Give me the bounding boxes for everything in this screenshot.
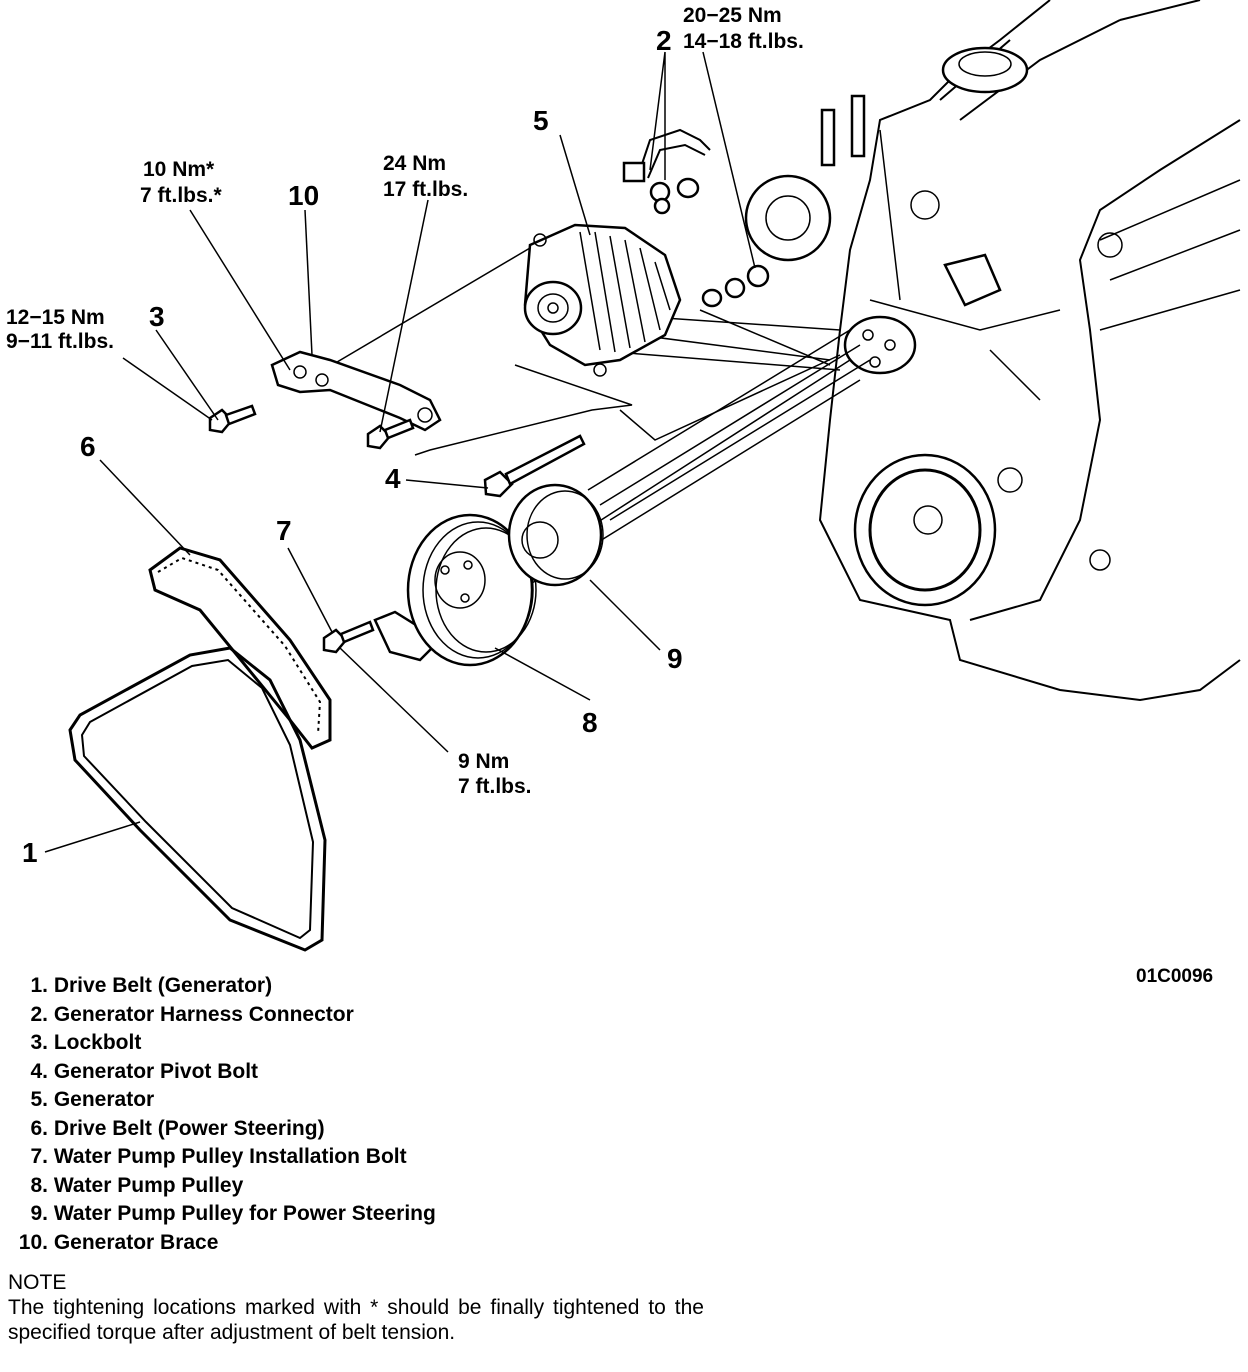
legend-number: 5. [30, 1088, 48, 1111]
legend-item: 10. Generator Brace [8, 1229, 436, 1258]
callout-1: 1 [22, 837, 38, 868]
generator-brace-drawing [270, 350, 442, 432]
torque-connector-nm: 20−25 Nm [683, 4, 782, 27]
legend-number: 3. [30, 1031, 48, 1054]
torque-lockbolt-nm: 12−15 Nm [6, 306, 105, 329]
legend-text: Generator [53, 1088, 155, 1111]
parts-legend: 1. Drive Belt (Generator) 2. Generator H… [8, 972, 436, 1257]
legend-item: 9. Water Pump Pulley for Power Steering [8, 1200, 436, 1229]
engine-block-drawing [744, 0, 1241, 702]
torque-brace-bolt-nm: 24 Nm [383, 152, 446, 175]
torque-pump-bolt-ft: 7 ft.lbs. [458, 775, 532, 798]
callout-7: 7 [276, 515, 292, 546]
bolts-drawing [208, 404, 586, 654]
legend-item: 3. Lockbolt [8, 1029, 436, 1058]
legend-number: 10. [18, 1230, 48, 1254]
legend-text: Water Pump Pulley [53, 1173, 244, 1197]
note-block: NOTE The tightening locations marked wit… [8, 1270, 704, 1345]
legend-item: 5. Generator [8, 1086, 436, 1115]
callout-2: 2 [656, 25, 672, 56]
callout-3: 3 [149, 301, 165, 332]
callout-4: 4 [385, 463, 401, 494]
callout-8: 8 [582, 707, 598, 738]
torque-lockbolt-ft: 9−11 ft.lbs. [6, 330, 114, 353]
legend-item: 7. Water Pump Pulley Installation Bolt [8, 1143, 436, 1172]
legend-number: 1. [30, 974, 48, 997]
callout-10: 10 [288, 180, 319, 211]
legend-item: 4. Generator Pivot Bolt [8, 1058, 436, 1087]
legend-text: Generator Pivot Bolt [53, 1059, 259, 1083]
drive-belts-drawing [68, 546, 332, 952]
legend-text: Generator Brace [53, 1230, 219, 1254]
legend-number: 6. [30, 1116, 48, 1140]
legend-item: 8. Water Pump Pulley [8, 1172, 436, 1201]
harness-connector-drawing [622, 128, 770, 308]
generator-drawing [523, 223, 682, 377]
torque-brace-bolt-ft: 17 ft.lbs. [383, 178, 468, 201]
note-text: The tightening locations marked with * s… [8, 1296, 704, 1344]
legend-item: 6. Drive Belt (Power Steering) [8, 1115, 436, 1144]
legend-item: 2. Generator Harness Connector [8, 1001, 436, 1030]
legend-text: Drive Belt (Generator) [53, 974, 273, 997]
exploded-view-diagram: 1 2 3 4 5 6 7 8 9 10 20−25 Nm 14−18 ft.l… [6, 0, 1241, 952]
callout-6: 6 [80, 431, 96, 462]
leader-lines [44, 51, 756, 853]
legend-number: 7. [30, 1145, 48, 1168]
legend-number: 2. [30, 1002, 48, 1026]
legend-text: Water Pump Pulley for Power Steering [53, 1202, 436, 1225]
callout-5: 5 [533, 105, 549, 136]
torque-connector-ft: 14−18 ft.lbs. [683, 30, 804, 53]
torque-pump-bolt-nm: 9 Nm [458, 750, 509, 773]
legend-text: Generator Harness Connector [53, 1002, 354, 1026]
water-pump-pulleys-drawing [373, 483, 604, 667]
legend-text: Lockbolt [53, 1031, 142, 1054]
callout-9: 9 [667, 643, 683, 674]
note-title: NOTE [8, 1271, 67, 1294]
legend-number: 8. [30, 1173, 48, 1197]
legend-number: 9. [30, 1202, 48, 1225]
legend-text: Drive Belt (Power Steering) [53, 1116, 325, 1140]
legend-number: 4. [30, 1059, 48, 1083]
torque-brace-ft: 7 ft.lbs.* [140, 184, 223, 207]
legend-item: 1. Drive Belt (Generator) [8, 972, 436, 1001]
figure-code: 01C0096 [1136, 966, 1214, 987]
torque-brace-nm: 10 Nm* [143, 158, 215, 181]
legend-text: Water Pump Pulley Installation Bolt [53, 1145, 407, 1168]
